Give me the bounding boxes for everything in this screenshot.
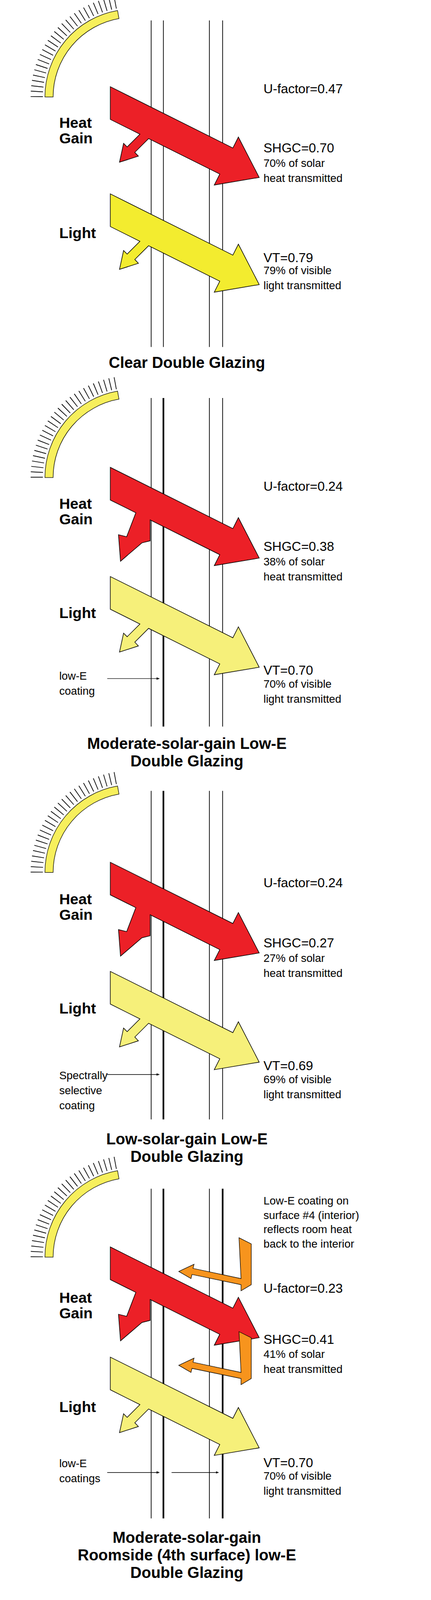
energy-arrows (110, 86, 260, 1456)
value-label: SHGC=0.41 (263, 1331, 335, 1347)
description-label: 70% of visible light transmitted (263, 676, 346, 707)
coating-label: Spectrally selective coating (59, 1067, 110, 1114)
description-label: 79% of visible light transmitted (263, 263, 346, 294)
panel-title: Low-solar-gain Low-E Double Glazing (93, 1130, 281, 1166)
description-label: 38% of solar heat transmitted (263, 554, 346, 585)
value-label: U-factor=0.47 (263, 81, 343, 97)
value-label: SHGC=0.27 (263, 935, 335, 951)
coating-label: low-E coatings (59, 1455, 104, 1486)
note-label: Low-E coating on surface #4 (interior) r… (263, 1193, 363, 1251)
description-label: 41% of solar heat transmitted (263, 1346, 346, 1377)
value-label: U-factor=0.23 (263, 1280, 343, 1296)
value-label: VT=0.70 (263, 662, 314, 678)
panel-title: Moderate-solar-gain Roomside (4th surfac… (75, 1528, 299, 1582)
value-label: U-factor=0.24 (263, 478, 343, 494)
description-label: 27% of solar heat transmitted (263, 950, 346, 981)
leader-lines (107, 678, 219, 1473)
arrow-label: Heat Gain (59, 114, 105, 146)
value-label: SHGC=0.38 (263, 538, 335, 554)
arrow-label: Heat Gain (59, 495, 105, 527)
panel-title: Moderate-solar-gain Low-E Double Glazing (78, 734, 296, 770)
coating-label: low-E coating (59, 668, 104, 699)
arrow-label: Heat Gain (59, 1289, 105, 1321)
description-label: 70% of solar heat transmitted (263, 155, 346, 186)
value-label: VT=0.70 (263, 1454, 314, 1470)
value-label: VT=0.79 (263, 250, 314, 266)
arrow-label: Light (59, 225, 96, 241)
value-label: SHGC=0.70 (263, 140, 335, 156)
arrow-label: Heat Gain (59, 891, 105, 923)
description-label: 69% of visible light transmitted (263, 1071, 346, 1103)
arrow-label: Light (59, 1398, 96, 1415)
arrow-label: Light (59, 1000, 96, 1016)
value-label: VT=0.69 (263, 1057, 314, 1073)
arrow-label: Light (59, 604, 96, 621)
panel-title: Clear Double Glazing (78, 353, 296, 372)
description-label: 70% of visible light transmitted (263, 1468, 346, 1499)
value-label: U-factor=0.24 (263, 875, 343, 891)
sun (36, 2, 119, 1257)
